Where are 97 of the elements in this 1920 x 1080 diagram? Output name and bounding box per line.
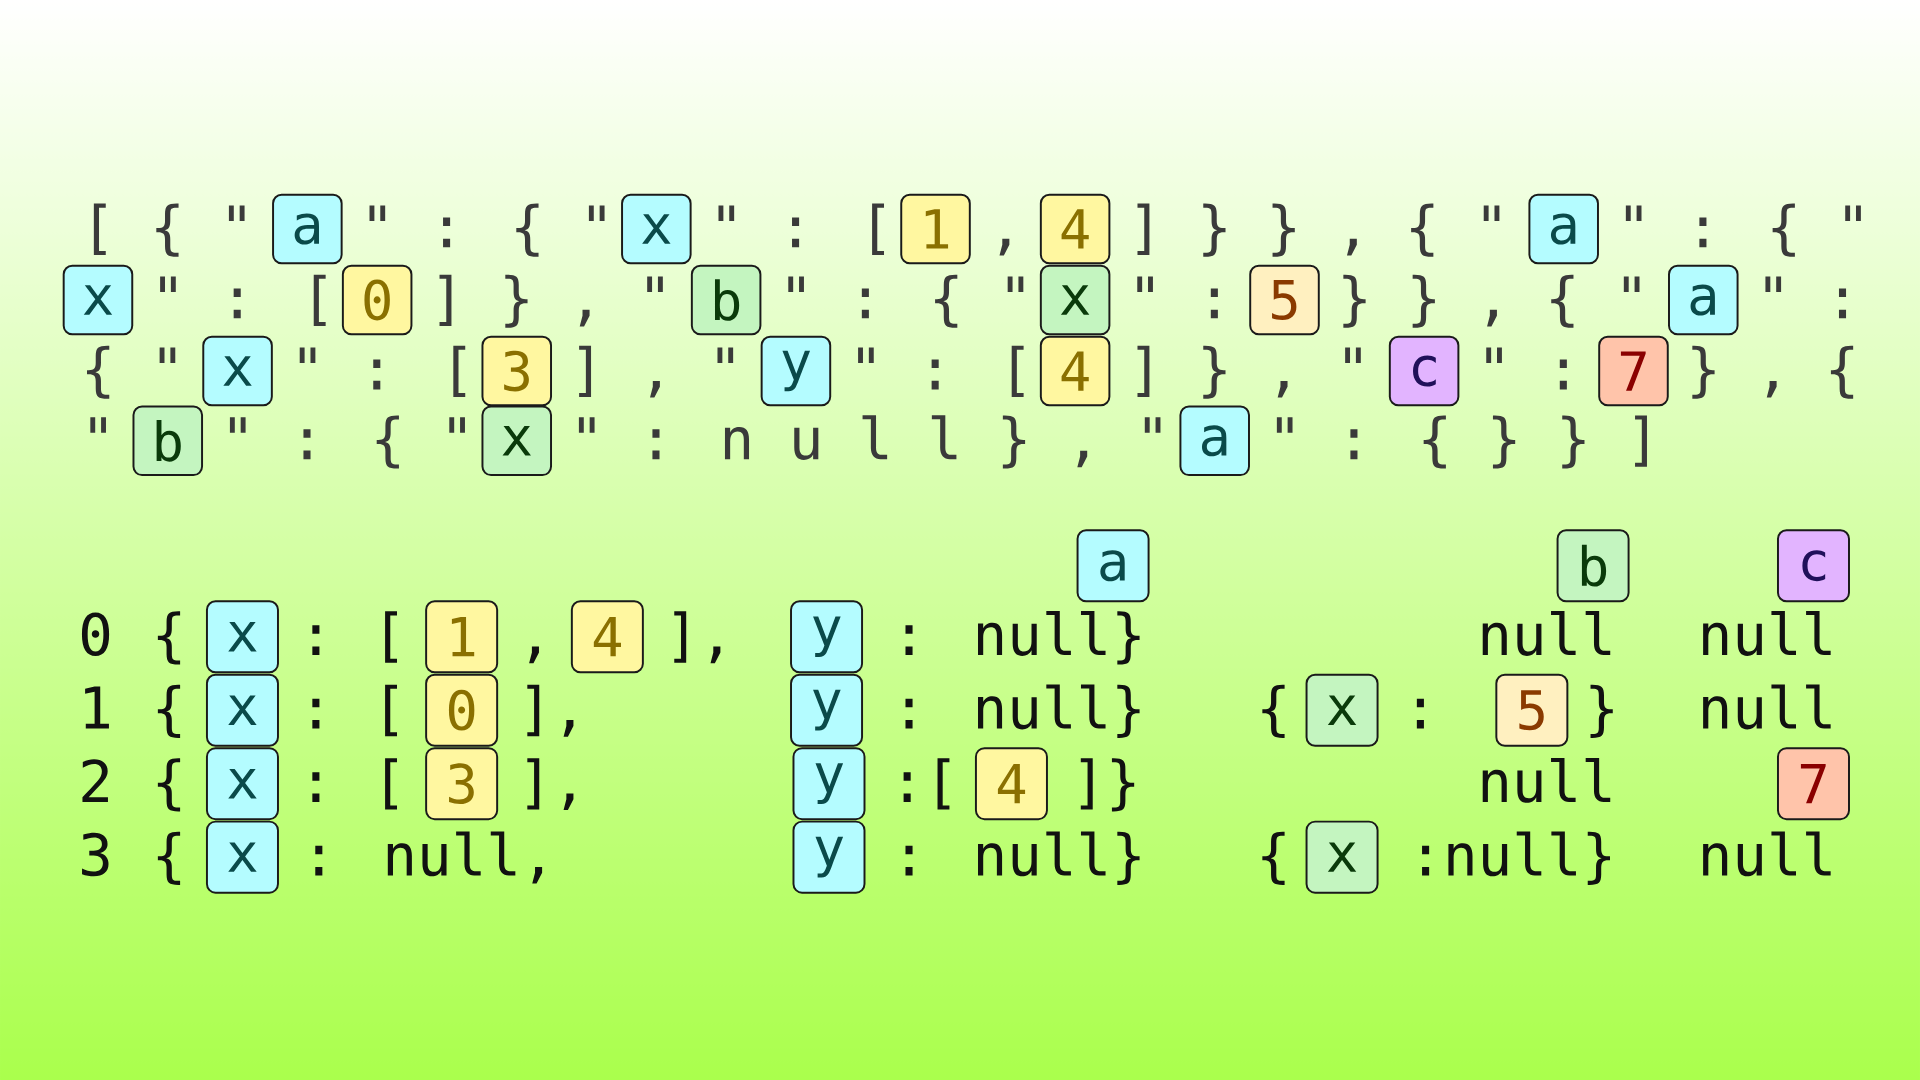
code-text: " : [ (160, 274, 326, 326)
value-box: 1 (425, 600, 499, 674)
key-box: x (205, 600, 279, 674)
key-box: y (790, 600, 864, 674)
code-text: :null} (1422, 831, 1610, 885)
column-header-box: a (1076, 529, 1150, 603)
row-number: 0 (81, 612, 110, 656)
code-text: [ (385, 684, 397, 737)
code-text: { (1262, 684, 1285, 738)
value-box: 4 (1039, 335, 1111, 407)
key-box: x (481, 405, 552, 477)
value-box: 4 (974, 747, 1048, 821)
code-text: } (1590, 684, 1613, 738)
code-text: } } , { " (1343, 274, 1640, 328)
value-box: 1 (900, 193, 971, 265)
key-box: x (621, 193, 692, 265)
key-box: y (792, 820, 866, 894)
key-box: y (760, 335, 832, 407)
key-box: x (1305, 673, 1379, 747)
key-box: a (1179, 405, 1250, 477)
code-text: : null} (905, 831, 1140, 885)
code-text: : (312, 625, 320, 656)
key-box: x (205, 747, 279, 821)
column-header-box: c (1777, 529, 1850, 603)
value-box: 4 (1039, 193, 1111, 265)
code-text: " : [ (718, 203, 884, 255)
row-number: 3 (82, 832, 109, 877)
code-text: ] } , " (439, 274, 663, 328)
code-text: ], (527, 758, 574, 811)
code-text: : null} (905, 611, 1140, 665)
value-box: 7 (1777, 747, 1850, 821)
key-box: x (202, 335, 273, 407)
key-box: b (132, 405, 204, 477)
code-text: ], (527, 684, 574, 737)
code-text: , (999, 238, 1010, 256)
key-box: c (1388, 335, 1460, 407)
key-box: b (690, 264, 762, 336)
code-text: " : (1765, 276, 1847, 319)
code-text: " (90, 417, 106, 433)
code-text: " : n u l l } , " (578, 415, 1161, 469)
code-text: " : { " (788, 274, 1024, 328)
code-text: { (1262, 831, 1285, 885)
code-text: ] , " (579, 345, 734, 398)
code-text: { (157, 831, 181, 885)
key-box: x (205, 673, 279, 747)
code-text: { (157, 684, 181, 738)
value-box: 0 (425, 673, 499, 747)
code-text: { " (87, 345, 176, 399)
code-text: : (312, 698, 320, 729)
code-text: " : (1137, 276, 1218, 319)
key-box: x (1039, 264, 1111, 336)
key-box: x (205, 820, 279, 894)
value-box: 5 (1495, 673, 1569, 747)
key-box: y (790, 673, 864, 747)
code-text: [ { " (93, 203, 245, 257)
code-text: } , { (1692, 345, 1854, 399)
code-text: , (529, 646, 539, 664)
value-box: 4 (570, 600, 644, 674)
code-text: :[ (903, 758, 950, 810)
code-text: ], (674, 611, 721, 664)
code-text: : (1416, 698, 1424, 729)
code-text: null (1703, 684, 1831, 730)
key-box: a (1528, 193, 1599, 265)
code-text: [ (385, 611, 397, 663)
row-number: 1 (85, 686, 109, 729)
code-text: ]} (1080, 758, 1135, 812)
code-text: " : { " (1625, 203, 1861, 257)
code-text: : null, (315, 831, 543, 884)
code-text: " : [ (299, 345, 466, 397)
value-box: 7 (1598, 335, 1669, 407)
value-box: 0 (341, 264, 413, 336)
code-text: : null} (905, 684, 1140, 738)
code-text: null (1482, 611, 1611, 656)
value-box: 3 (481, 335, 552, 407)
code-text: ] } , " (1137, 345, 1361, 399)
code-text: null (1703, 831, 1831, 877)
code-text: [ (385, 758, 397, 810)
value-box: 3 (425, 747, 499, 821)
code-text: { (157, 758, 181, 812)
code-text: null (1482, 758, 1611, 803)
key-box: a (1668, 264, 1739, 336)
code-text: " : { " (369, 203, 605, 257)
value-box: 5 (1249, 264, 1320, 336)
key-box: y (792, 747, 866, 821)
code-text: null (1703, 611, 1831, 656)
code-text: ] } } , { " (1137, 203, 1500, 257)
code-text: " : { } } ] (1276, 415, 1647, 469)
column-header-box: b (1556, 529, 1630, 603)
key-box: a (272, 193, 343, 265)
key-box: x (1305, 820, 1379, 894)
code-text: : (312, 772, 320, 803)
code-text: { (157, 611, 181, 665)
code-text: " : [ (858, 345, 1024, 397)
row-number: 2 (82, 759, 108, 803)
code-text: " : { " (229, 415, 465, 469)
code-text: " : (1486, 347, 1567, 390)
key-box: x (62, 264, 134, 336)
